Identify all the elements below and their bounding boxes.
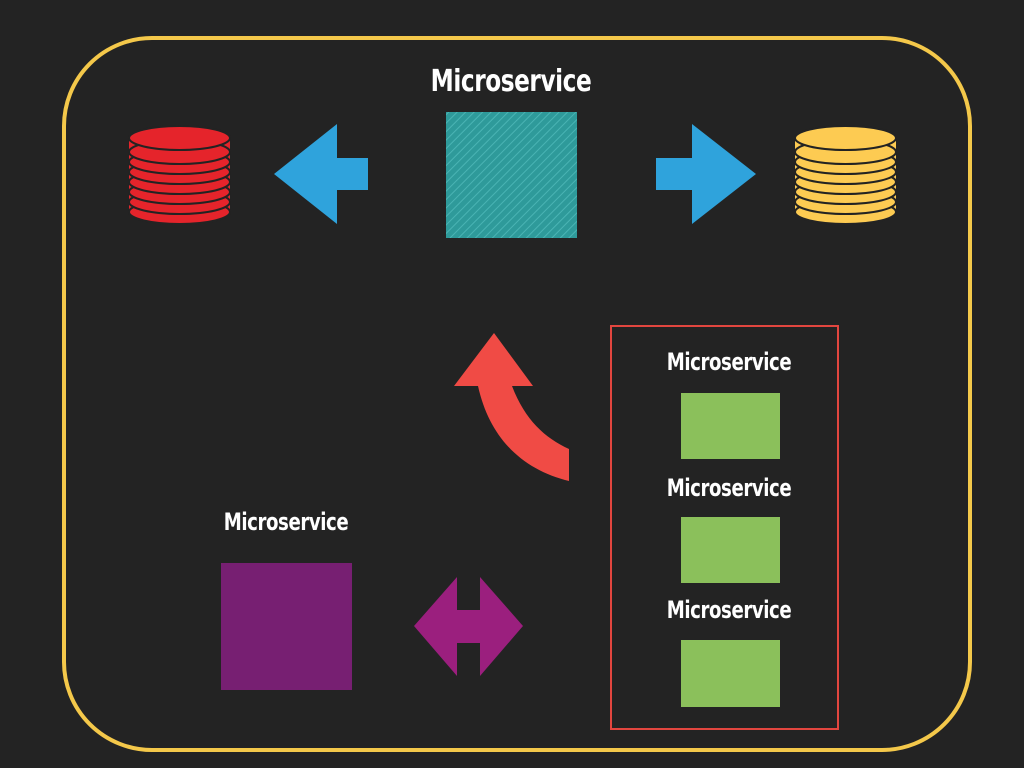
top-microservice-box [446, 112, 577, 238]
group-microservice-box-2 [681, 517, 780, 583]
group-microservice-label-3: Microservice [666, 596, 792, 624]
bottom-left-microservice-box [221, 563, 352, 690]
service-group-border [610, 325, 839, 730]
right-arrow-icon [656, 124, 756, 224]
group-microservice-label-2: Microservice [666, 474, 792, 502]
group-microservice-box-1 [681, 393, 780, 459]
bottom-left-microservice-label: Microservice [223, 508, 349, 536]
left-arrow-icon [274, 124, 368, 224]
curved-up-arrow-icon [454, 333, 569, 481]
database-icon [128, 125, 231, 225]
group-microservice-box-3 [681, 640, 780, 707]
double-headed-arrow-icon [414, 577, 523, 676]
database-icon [794, 125, 897, 225]
system-boundary-frame [62, 36, 972, 752]
top-microservice-label: Microservice [430, 64, 592, 99]
group-microservice-label-1: Microservice [666, 348, 792, 376]
